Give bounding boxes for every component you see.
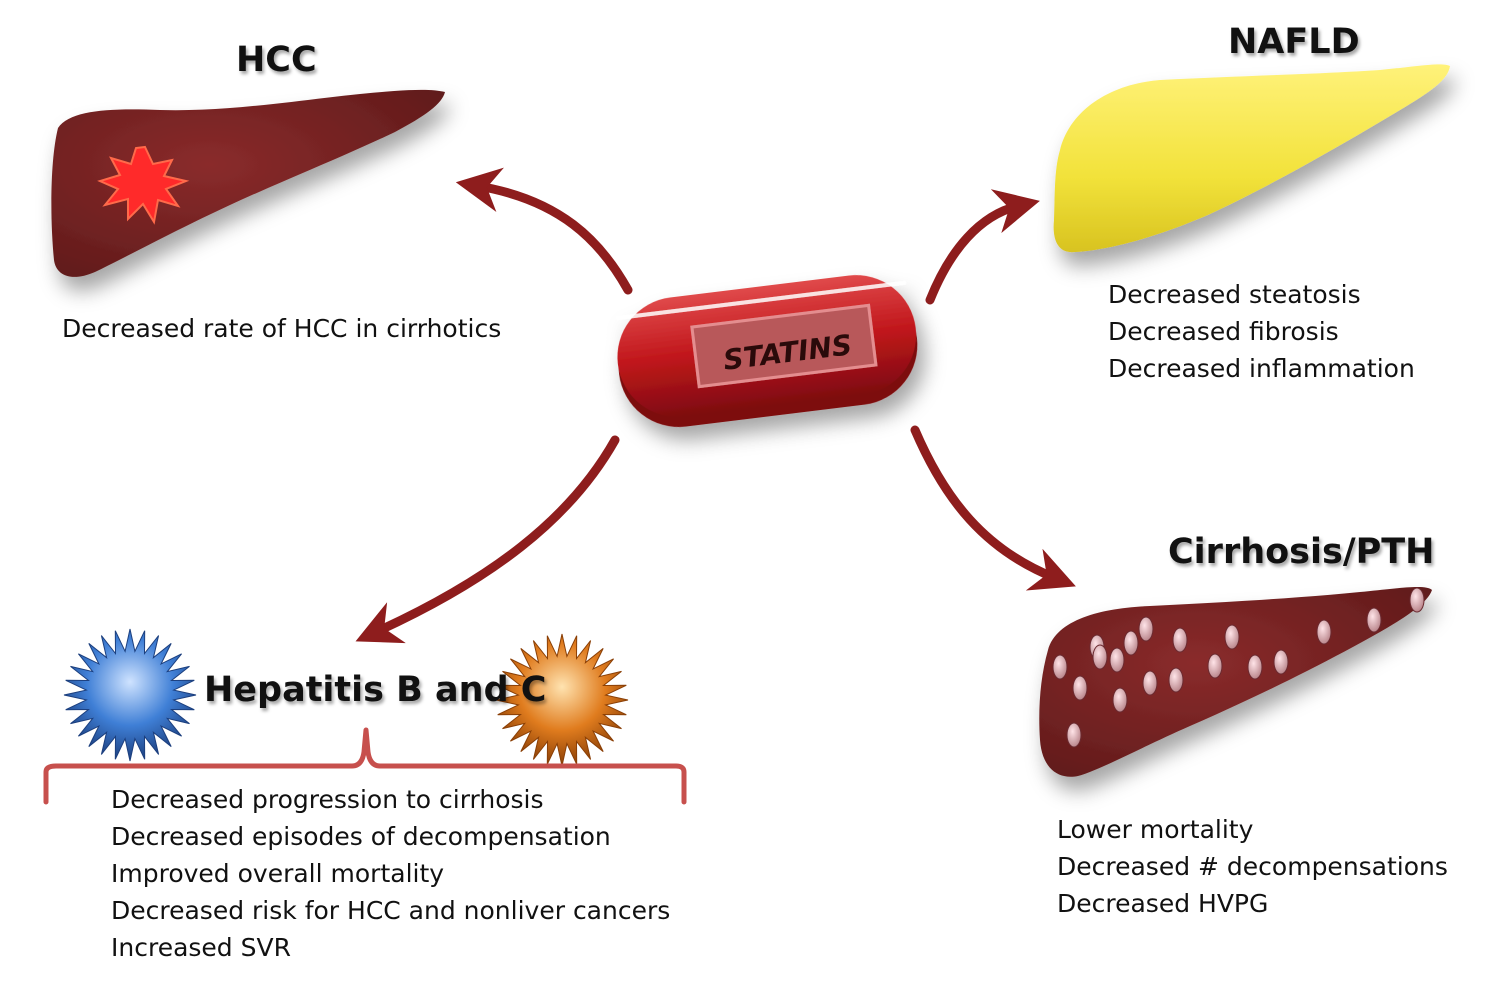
- liver-nodule: [1142, 670, 1158, 696]
- hepatitis-effect: Decreased risk for HCC and nonliver canc…: [111, 896, 671, 925]
- liver-nodule: [1168, 667, 1184, 693]
- hepatitis-effect: Decreased progression to cirrhosis: [111, 785, 544, 814]
- hepatitis-effect: Decreased episodes of decompensation: [111, 822, 611, 851]
- hcc-title: HCC: [236, 40, 317, 80]
- cirrhosis-title: Cirrhosis/PTH: [1168, 532, 1435, 572]
- cirrhosis-effect: Lower mortality: [1057, 815, 1254, 844]
- arrow-to-nafld: [925, 189, 1040, 305]
- liver-nodule: [1207, 653, 1223, 679]
- liver-nodule: [1112, 687, 1128, 713]
- liver-nodules: [1052, 587, 1425, 748]
- liver-nodule: [1247, 654, 1263, 680]
- liver-nodule: [1092, 644, 1108, 670]
- cirrhosis-effects: Lower mortality Decreased # decompensati…: [1057, 811, 1448, 922]
- arrow-to-hepatitis: [355, 435, 620, 644]
- arrow-to-hcc: [455, 167, 633, 295]
- hepatitis-effect: Increased SVR: [111, 933, 291, 962]
- liver-nodule: [1366, 607, 1382, 633]
- liver-nodule: [1224, 624, 1240, 650]
- hcc-effect: Decreased rate of HCC in cirrhotics: [62, 314, 502, 343]
- hepatitis-bracket: [43, 727, 687, 805]
- liver-nodule: [1273, 649, 1289, 675]
- liver-nodule: [1123, 630, 1139, 656]
- nafld-title: NAFLD: [1228, 22, 1360, 62]
- fatty-liver-icon: [1053, 64, 1450, 253]
- liver-nodule: [1072, 675, 1088, 701]
- arrow-to-cirrhosis: [910, 425, 1076, 591]
- cirrhotic-liver-icon: [1039, 586, 1432, 777]
- hepatitis-title: Hepatitis B and C: [204, 670, 547, 710]
- hcc-effects: Decreased rate of HCC in cirrhotics: [62, 310, 501, 347]
- tumor-icon: [97, 145, 190, 225]
- statins-pill-icon: [616, 275, 918, 427]
- liver-nodule: [1066, 722, 1082, 748]
- liver-nodule: [1172, 627, 1188, 653]
- liver-nodule: [1138, 616, 1154, 642]
- hcc-liver-icon: [51, 89, 445, 277]
- nafld-effect: Decreased fibrosis: [1108, 317, 1339, 346]
- cirrhosis-effect: Decreased # decompensations: [1057, 852, 1448, 881]
- nafld-effect: Decreased inflammation: [1108, 354, 1415, 383]
- nafld-effects: Decreased steatosis Decreased fibrosis D…: [1108, 276, 1415, 387]
- cirrhosis-effect: Decreased HVPG: [1057, 889, 1269, 918]
- liver-nodule: [1409, 587, 1425, 613]
- hepatitis-effect: Improved overall mortality: [111, 859, 445, 888]
- liver-nodule: [1052, 654, 1068, 680]
- hepatitis-c-virus-icon: [495, 633, 629, 767]
- hepatitis-effects: Decreased progression to cirrhosis Decre…: [111, 781, 670, 966]
- nafld-effect: Decreased steatosis: [1108, 280, 1361, 309]
- liver-nodule: [1109, 647, 1125, 673]
- hepatitis-b-virus-icon: [63, 628, 197, 762]
- liver-nodule: [1316, 619, 1332, 645]
